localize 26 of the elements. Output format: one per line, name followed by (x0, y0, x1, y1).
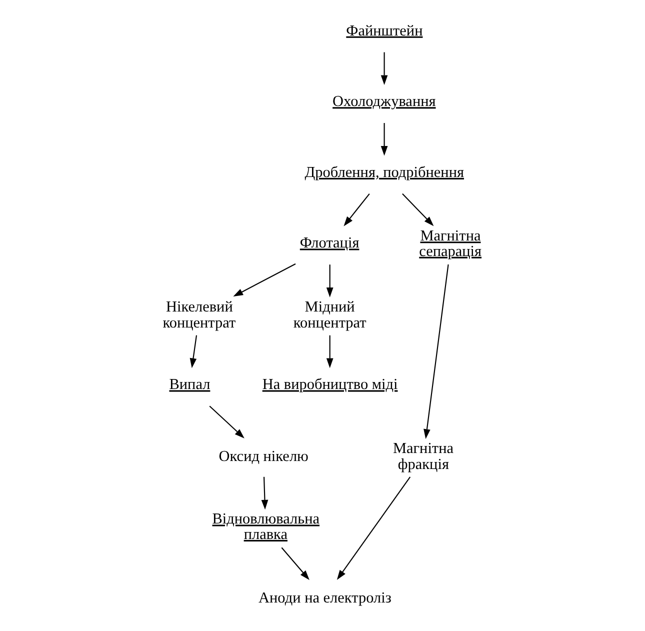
arrow (344, 193, 370, 226)
node-text: Мідний концентрат (293, 298, 366, 332)
node-text: Магнітна сепарація (419, 228, 482, 260)
node-text: Магнітна фракція (393, 440, 454, 474)
arrow (424, 264, 449, 439)
node-text: Охолоджування (332, 93, 436, 110)
node-text: Дроблення, подрібнення (304, 164, 464, 181)
arrow (326, 335, 334, 368)
arrow (209, 406, 244, 438)
node-text: Нікелевий концентрат (162, 298, 236, 332)
arrow (233, 263, 296, 297)
arrow (261, 476, 268, 510)
arrow (380, 123, 388, 156)
arrow (326, 264, 334, 298)
node-text: Флотація (300, 234, 360, 252)
node-text: Оксид нікелю (218, 448, 308, 466)
node-text: Відновлювальна плавка (212, 510, 320, 543)
arrow (380, 52, 388, 86)
node-text: На виробництво міді (262, 376, 398, 394)
arrow (402, 193, 434, 226)
arrow (336, 476, 411, 580)
node-text: Випал (169, 376, 210, 394)
node-text: Файнштейн (346, 22, 423, 40)
node-text: Аноди на електроліз (258, 590, 392, 607)
arrow (281, 547, 310, 580)
arrow (190, 335, 198, 368)
